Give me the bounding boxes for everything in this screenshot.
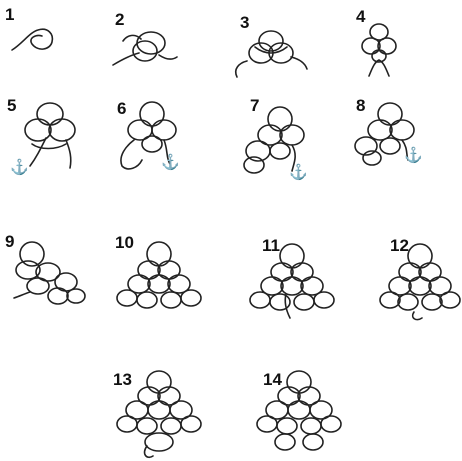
step-1-label: 1	[5, 6, 14, 23]
step-14-knot	[255, 368, 345, 461]
step-1-knot	[8, 22, 68, 62]
step-3-knot	[225, 25, 315, 85]
step-11-knot	[248, 240, 338, 330]
step-10-knot	[115, 238, 205, 328]
step-4-knot	[355, 20, 405, 80]
step-13-knot	[113, 368, 203, 461]
anchor-icon: ⚓	[404, 148, 423, 163]
step-2-knot	[105, 25, 185, 75]
anchor-icon: ⚓	[289, 165, 308, 180]
step-9-knot	[8, 238, 90, 313]
step-12-knot	[378, 240, 462, 330]
anchor-icon: ⚓	[161, 155, 180, 170]
anchor-icon: ⚓	[10, 160, 29, 175]
